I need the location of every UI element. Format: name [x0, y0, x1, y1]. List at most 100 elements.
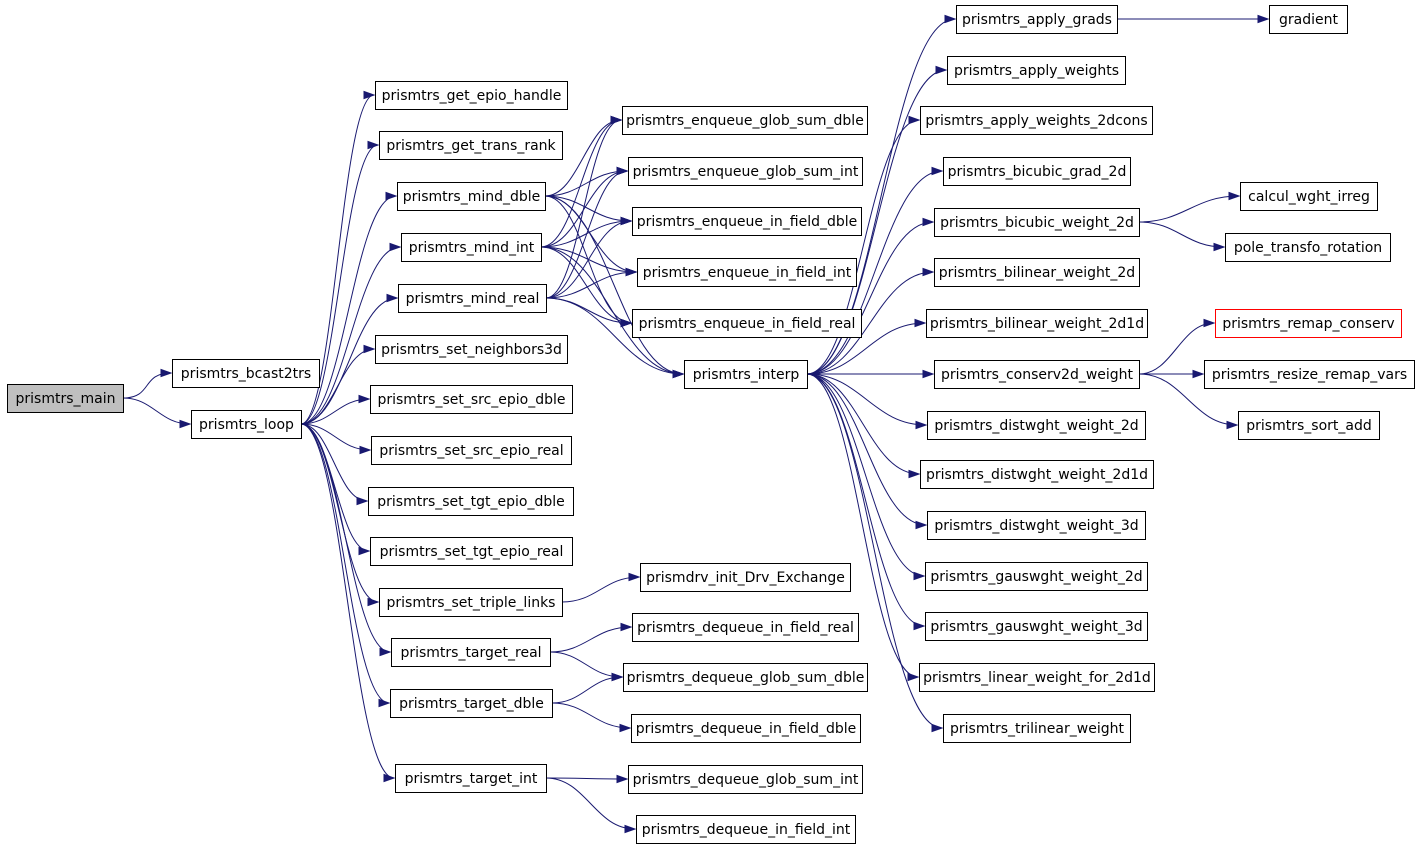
node-deq-gsi[interactable]: prismtrs_dequeue_glob_sum_int	[628, 765, 863, 794]
node-box	[375, 81, 568, 110]
edge-mind_int-to-interp	[540, 246, 684, 375]
node-box	[1204, 360, 1415, 389]
node-resize[interactable]: prismtrs_resize_remap_vars	[1204, 360, 1415, 389]
node-label: prismtrs_bicubic_grad_2d	[948, 164, 1127, 180]
node-deq-ifd[interactable]: prismtrs_dequeue_in_field_dble	[631, 714, 861, 743]
edge-conserv2d-to-sort_add	[1138, 373, 1238, 426]
node-mind-int[interactable]: prismtrs_mind_int	[401, 233, 542, 262]
node-drv[interactable]: prismdrv_init_Drv_Exchange	[640, 563, 851, 592]
node-tgt-real[interactable]: prismtrs_set_tgt_epio_real	[370, 537, 573, 566]
node-target-dble[interactable]: prismtrs_target_dble	[390, 689, 553, 718]
arrowhead-interp-to-bicubic_weight	[922, 217, 935, 227]
arrowhead-loop-to-mind_int	[389, 242, 402, 252]
edge-mind_real-to-enq_gsi	[545, 170, 628, 299]
node-apply-2dcons[interactable]: prismtrs_apply_weights_2dcons	[920, 106, 1153, 135]
arrowhead-interp-to-apply_weights	[935, 65, 948, 75]
node-bilinear-2d1d[interactable]: prismtrs_bilinear_weight_2d1d	[926, 309, 1148, 338]
node-mind-real[interactable]: prismtrs_mind_real	[398, 284, 547, 313]
node-bicubic-weight[interactable]: prismtrs_bicubic_weight_2d	[934, 208, 1140, 237]
node-label: pole_transfo_rotation	[1234, 240, 1382, 256]
arrowhead-interp-to-apply_2dcons	[908, 115, 921, 125]
node-target-int[interactable]: prismtrs_target_int	[395, 764, 547, 793]
node-gaus-3d[interactable]: prismtrs_gauswght_weight_3d	[925, 612, 1148, 641]
edge-mind_dble-to-enq_ifd	[544, 195, 632, 222]
node-calcul[interactable]: calcul_wght_irreg	[1240, 182, 1378, 211]
node-enq-ifd[interactable]: prismtrs_enqueue_in_field_dble	[632, 207, 862, 236]
node-enq-ifi[interactable]: prismtrs_enqueue_in_field_int	[637, 258, 857, 287]
node-enq-ifr[interactable]: prismtrs_enqueue_in_field_real	[632, 309, 862, 338]
node-box	[1225, 233, 1391, 262]
node-label: prismtrs_bicubic_weight_2d	[940, 215, 1134, 231]
node-apply-grads[interactable]: prismtrs_apply_grads	[956, 5, 1118, 34]
node-box	[927, 511, 1146, 540]
node-sort-add[interactable]: prismtrs_sort_add	[1238, 411, 1380, 440]
node-enq-gsi[interactable]: prismtrs_enqueue_glob_sum_int	[628, 157, 863, 186]
node-trans-rank[interactable]: prismtrs_get_trans_rank	[379, 131, 563, 160]
edge-mind_real-to-interp	[545, 297, 684, 375]
node-tgt-dble[interactable]: prismtrs_set_tgt_epio_dble	[368, 487, 574, 516]
node-pole[interactable]: pole_transfo_rotation	[1225, 233, 1391, 262]
arrowhead-loop-to-src_dble	[358, 394, 371, 404]
arrowhead-conserv2d-to-sort_add	[1226, 420, 1239, 430]
edge-loop-to-mind_int	[300, 246, 401, 425]
node-apply-weights[interactable]: prismtrs_apply_weights	[947, 56, 1126, 85]
arrowhead-mind_real-to-enq_ifd	[620, 216, 633, 226]
node-label: prismtrs_bcast2trs	[181, 366, 311, 382]
edge-interp-to-gaus_2d	[806, 373, 925, 577]
node-linear-2d1d[interactable]: prismtrs_linear_weight_for_2d1d	[919, 663, 1155, 692]
node-label: prismdrv_init_Drv_Exchange	[646, 570, 845, 586]
node-triple[interactable]: prismtrs_set_triple_links	[379, 588, 563, 617]
node-box	[925, 612, 1148, 641]
node-mind-dble[interactable]: prismtrs_mind_dble	[397, 182, 546, 211]
edge-bicubic_weight-to-pole	[1138, 221, 1225, 248]
node-gaus-2d[interactable]: prismtrs_gauswght_weight_2d	[925, 562, 1148, 591]
arrowhead-bicubic_weight-to-pole	[1213, 242, 1226, 252]
node-box	[397, 182, 546, 211]
arrowhead-mind_real-to-enq_gsi	[616, 166, 629, 176]
nodes-layer: prismtrs_main prismtrs_bcast2trs prismtrs_…	[7, 5, 1415, 844]
arrowhead-loop-to-target_int	[383, 773, 396, 783]
node-main[interactable]: prismtrs_main	[7, 384, 124, 413]
arrowhead-interp-to-trilinear	[931, 723, 944, 733]
arrowhead-interp-to-apply_grads	[944, 14, 957, 24]
node-src-real[interactable]: prismtrs_set_src_epio_real	[371, 436, 572, 465]
node-label: prismtrs_mind_dble	[403, 189, 541, 205]
node-neighbors3d[interactable]: prismtrs_set_neighbors3d	[375, 335, 568, 364]
node-trilinear[interactable]: prismtrs_trilinear_weight	[943, 714, 1131, 743]
node-deq-gsd[interactable]: prismtrs_dequeue_glob_sum_dble	[623, 663, 868, 692]
node-interp[interactable]: prismtrs_interp	[684, 360, 808, 389]
node-dist-2d[interactable]: prismtrs_distwght_weight_2d	[927, 411, 1146, 440]
node-bicubic-grad[interactable]: prismtrs_bicubic_grad_2d	[943, 157, 1131, 186]
edge-target_real-to-deq_ifr	[549, 626, 632, 653]
node-box	[401, 233, 542, 262]
node-deq-ifr[interactable]: prismtrs_dequeue_in_field_real	[632, 613, 859, 642]
node-dist-2d1d[interactable]: prismtrs_distwght_weight_2d1d	[920, 460, 1154, 489]
arrowhead-loop-to-tgt_dble	[356, 496, 369, 506]
edge-target_dble-to-deq_ifd	[551, 702, 631, 729]
node-conserv2d[interactable]: prismtrs_conserv2d_weight	[934, 360, 1140, 389]
node-epio-handle[interactable]: prismtrs_get_epio_handle	[375, 81, 568, 110]
node-enq-gsd[interactable]: prismtrs_enqueue_glob_sum_dble	[622, 106, 868, 135]
node-src-dble[interactable]: prismtrs_set_src_epio_dble	[370, 385, 573, 414]
node-bcast[interactable]: prismtrs_bcast2trs	[172, 359, 320, 388]
node-label: prismtrs_set_neighbors3d	[381, 342, 562, 358]
node-label: prismtrs_set_tgt_epio_real	[380, 544, 564, 560]
node-box	[934, 360, 1140, 389]
edge-loop-to-target_real	[300, 423, 391, 653]
node-dist-3d[interactable]: prismtrs_distwght_weight_3d	[927, 511, 1146, 540]
node-bilinear-2d[interactable]: prismtrs_bilinear_weight_2d	[934, 258, 1140, 287]
node-box	[398, 284, 547, 313]
node-gradient[interactable]: gradient	[1269, 5, 1348, 34]
arrowhead-loop-to-src_real	[359, 445, 372, 455]
node-label: prismtrs_enqueue_in_field_int	[643, 265, 852, 281]
node-label: prismtrs_gauswght_weight_3d	[930, 619, 1142, 635]
arrowhead-main-to-loop	[179, 419, 192, 429]
node-loop[interactable]: prismtrs_loop	[191, 410, 302, 439]
node-deq-ifi[interactable]: prismtrs_dequeue_in_field_int	[636, 815, 856, 844]
node-box	[1215, 309, 1402, 338]
node-target-real[interactable]: prismtrs_target_real	[391, 638, 551, 667]
arrowhead-interp-to-bicubic_grad	[931, 166, 944, 176]
node-remap-conserv[interactable]: prismtrs_remap_conserv	[1215, 309, 1402, 338]
edge-interp-to-bicubic_weight	[806, 221, 934, 375]
